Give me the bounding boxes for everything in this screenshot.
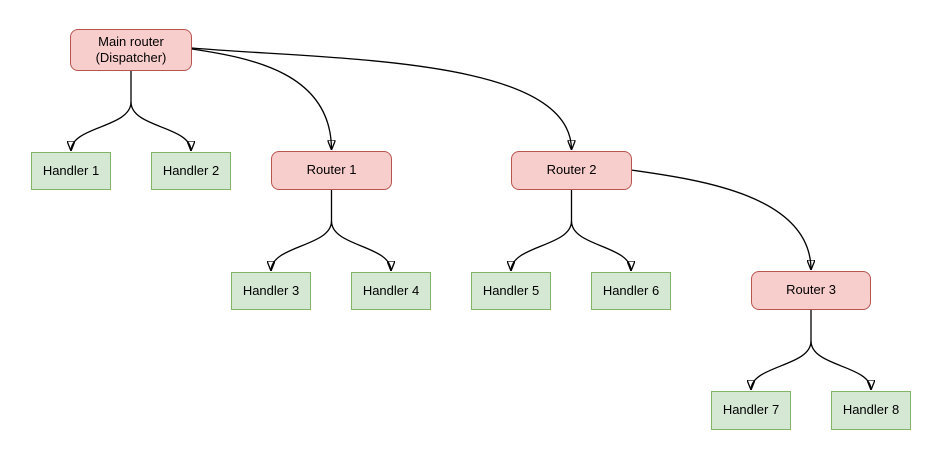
node-handler-7-label: Handler 7 [722,402,780,418]
node-router-1-label: Router 1 [306,162,357,178]
node-handler-8-label: Handler 8 [842,402,900,418]
node-handler-3: Handler 3 [231,272,311,310]
edge-router-3-to-handler-8 [810,340,871,391]
node-handler-4-label: Handler 4 [362,282,420,298]
node-handler-2-label: Handler 2 [162,162,220,178]
node-handler-1: Handler 1 [31,152,111,190]
edge-router-2-to-handler-6 [570,220,632,272]
edge-router-1-to-handler-3 [271,220,333,272]
node-handler-5-label: Handler 5 [482,282,540,298]
node-router-2-label: Router 2 [546,162,597,178]
edge-router-2-to-handler-5 [511,220,573,272]
edge-router-2-to-router-3 [630,169,811,270]
node-router-2: Router 2 [511,151,632,190]
node-handler-5: Handler 5 [471,272,551,310]
node-handler-1-label: Handler 1 [42,162,100,178]
node-handler-2: Handler 2 [151,152,231,190]
edge-main-router-to-router-2 [191,47,572,150]
node-handler-6: Handler 6 [591,272,671,310]
node-router-3: Router 3 [751,271,871,310]
edge-main-router-to-router-1 [191,48,332,150]
node-handler-4: Handler 4 [351,272,431,310]
edge-router-3-to-handler-7 [751,340,812,391]
edge-main-router-to-handler-1 [71,101,132,152]
edge-main-router-to-handler-2 [130,101,191,152]
edge-router-1-to-handler-4 [330,220,392,272]
node-router-1: Router 1 [271,151,392,190]
node-main-router-label: Main router (Dispatcher) [95,33,167,65]
node-handler-6-label: Handler 6 [602,282,660,298]
node-handler-3-label: Handler 3 [242,282,300,298]
node-router-3-label: Router 3 [786,282,836,298]
node-handler-7: Handler 7 [711,391,791,430]
node-main-router: Main router (Dispatcher) [70,29,192,71]
node-handler-8: Handler 8 [831,391,911,430]
